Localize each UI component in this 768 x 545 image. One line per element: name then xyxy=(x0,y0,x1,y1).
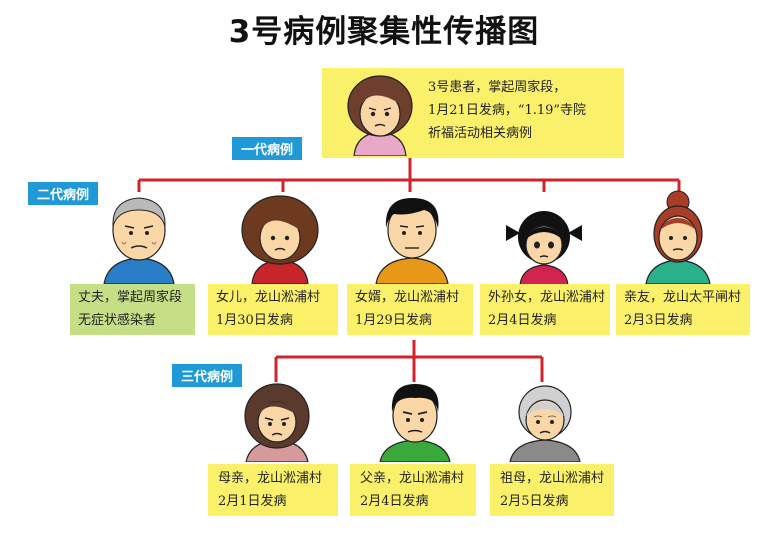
granddaughter-line-2: 2月4日发病 xyxy=(488,313,557,328)
mother-card: 母亲，龙山淞浦村 2月1日发病 xyxy=(208,464,338,516)
mother-line-2: 2月1日发病 xyxy=(218,494,287,509)
third-generation-tag: 三代病例 xyxy=(172,364,243,387)
granddaughter-card: 外孙女，龙山淞浦村 2月4日发病 xyxy=(480,284,610,335)
patient-card: 3号患者，掌起周家段， 1月21日发病，“1.19”寺院 祈福活动相关病例 xyxy=(322,68,624,158)
patient-line-3: 祈福活动相关病例 xyxy=(428,126,533,141)
daughter-card: 女儿，龙山淞浦村 1月30日发病 xyxy=(208,284,338,335)
grandmother-portrait-icon xyxy=(509,385,581,462)
husband-card: 丈夫，掌起周家段 无症状感染者 xyxy=(70,284,195,335)
father-portrait-icon xyxy=(379,384,451,462)
granddaughter-line-1: 外孙女，龙山淞浦村 xyxy=(488,290,606,305)
husband-line-2: 无症状感染者 xyxy=(78,313,157,328)
grandmother-line-1: 祖母，龙山淞浦村 xyxy=(500,471,605,486)
father-card: 父亲，龙山淞浦村 2月4日发病 xyxy=(350,464,476,516)
patient-line-2: 1月21日发病，“1.19”寺院 xyxy=(428,103,587,118)
relative-line-1: 亲友，龙山太平闸村 xyxy=(624,290,742,305)
second-generation-tag: 二代病例 xyxy=(28,182,99,205)
father-line-1: 父亲，龙山淞浦村 xyxy=(360,471,465,486)
relative-line-2: 2月3日发病 xyxy=(624,313,693,328)
granddaughter-portrait-icon xyxy=(506,211,582,285)
husband-portrait-icon xyxy=(103,197,175,284)
patient-line-1: 3号患者，掌起周家段， xyxy=(428,80,567,95)
husband-line-1: 丈夫，掌起周家段 xyxy=(78,290,183,305)
page-title: 3号病例聚集性传播图 xyxy=(228,14,540,50)
daughter-portrait-icon xyxy=(241,195,319,284)
grandmother-line-2: 2月5日发病 xyxy=(500,494,569,509)
daughter-line-1: 女儿，龙山淞浦村 xyxy=(216,290,321,305)
relative-portrait-icon xyxy=(645,190,711,284)
son-in-law-line-1: 女婿，龙山淞浦村 xyxy=(355,290,460,305)
first-generation-tag: 一代病例 xyxy=(232,137,303,160)
grandmother-card: 祖母，龙山淞浦村 2月5日发病 xyxy=(490,464,614,516)
daughter-line-2: 1月30日发病 xyxy=(216,313,293,328)
mother-line-1: 母亲，龙山淞浦村 xyxy=(218,471,323,486)
son-in-law-line-2: 1月29日发病 xyxy=(355,313,432,328)
father-line-2: 2月4日发病 xyxy=(360,494,429,509)
mother-portrait-icon xyxy=(244,383,310,462)
relative-card: 亲友，龙山太平闸村 2月3日发病 xyxy=(616,284,750,335)
son-in-law-portrait-icon xyxy=(375,198,449,284)
son-in-law-card: 女婿，龙山淞浦村 1月29日发病 xyxy=(347,284,473,335)
patient-portrait-icon xyxy=(347,75,413,156)
